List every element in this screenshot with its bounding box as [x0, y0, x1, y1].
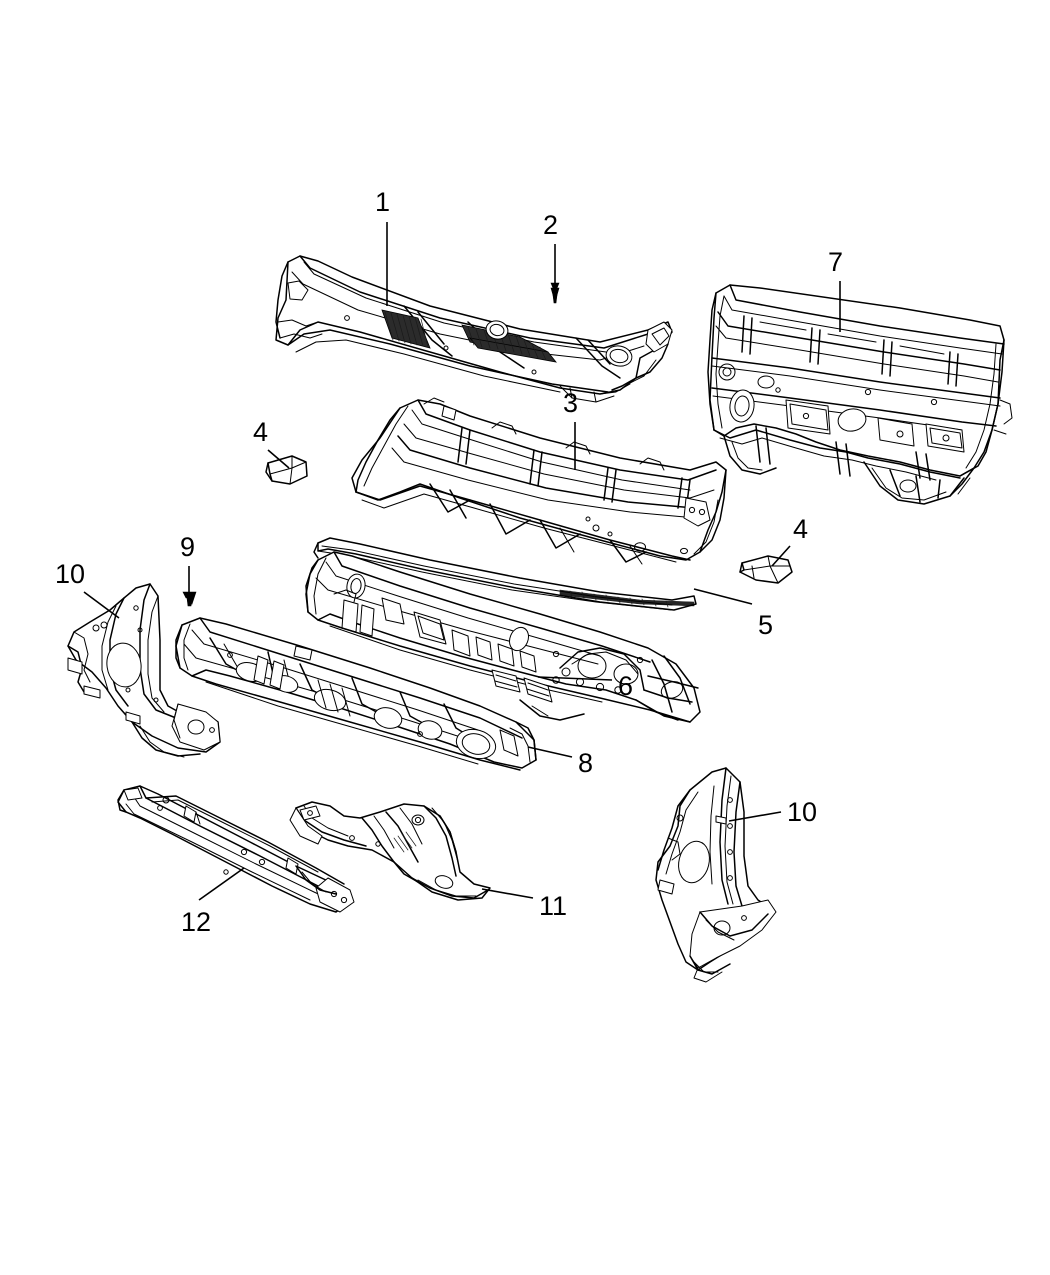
callout-label-12[interactable]: 12 — [181, 907, 212, 937]
callout-label-11[interactable]: 11 — [539, 891, 568, 921]
leader-line-8 — [527, 746, 573, 758]
part-push-pin-fastener[interactable] — [183, 592, 196, 606]
callout-label-9[interactable]: 9 — [180, 532, 196, 562]
leader-arrow-2 — [550, 282, 560, 294]
part-cowl-side-bracket-left[interactable] — [266, 456, 307, 484]
part-cowl-retainer-clip[interactable] — [551, 288, 559, 303]
part-cowl-side-bracket-right[interactable] — [740, 556, 792, 583]
part-cowl-top-panel-grille[interactable] — [276, 256, 672, 402]
leader-line-11 — [481, 888, 534, 899]
callout-label-8[interactable]: 8 — [578, 748, 594, 778]
callout-label-2[interactable]: 2 — [543, 210, 559, 240]
leader-line-4a — [267, 449, 290, 469]
callout-leader-lines — [83, 222, 841, 901]
leader-line-10a — [83, 591, 120, 619]
part-cowl-side-panel-right[interactable] — [656, 768, 776, 982]
leader-line-5 — [693, 588, 753, 605]
part-dash-panel-assembly[interactable] — [708, 285, 1012, 504]
part-tunnel-brace-bracket[interactable] — [290, 802, 490, 900]
callout-label-1[interactable]: 1 — [375, 187, 391, 217]
leader-line-10b — [728, 811, 782, 822]
callout-label-10-right[interactable]: 10 — [787, 797, 818, 827]
callout-label-4-right[interactable]: 4 — [793, 514, 809, 544]
callout-label-3[interactable]: 3 — [563, 388, 579, 418]
callout-label-7[interactable]: 7 — [828, 247, 844, 277]
part-cowl-upper-panel[interactable] — [352, 398, 726, 564]
callout-label-5[interactable]: 5 — [758, 610, 774, 640]
callout-label-10-left[interactable]: 10 — [55, 559, 86, 589]
callout-label-4-left[interactable]: 4 — [253, 417, 269, 447]
leader-line-12 — [198, 867, 245, 901]
part-dash-panel-silencer-pad[interactable] — [176, 618, 536, 770]
callout-label-6[interactable]: 6 — [618, 671, 634, 701]
part-cowl-weatherstrip-seal[interactable] — [314, 538, 696, 610]
leader-line-6 — [537, 676, 613, 681]
part-floor-side-sill-rail[interactable] — [118, 786, 354, 912]
leader-line-4b — [771, 545, 791, 567]
part-cowl-side-panel-left[interactable] — [68, 584, 220, 757]
